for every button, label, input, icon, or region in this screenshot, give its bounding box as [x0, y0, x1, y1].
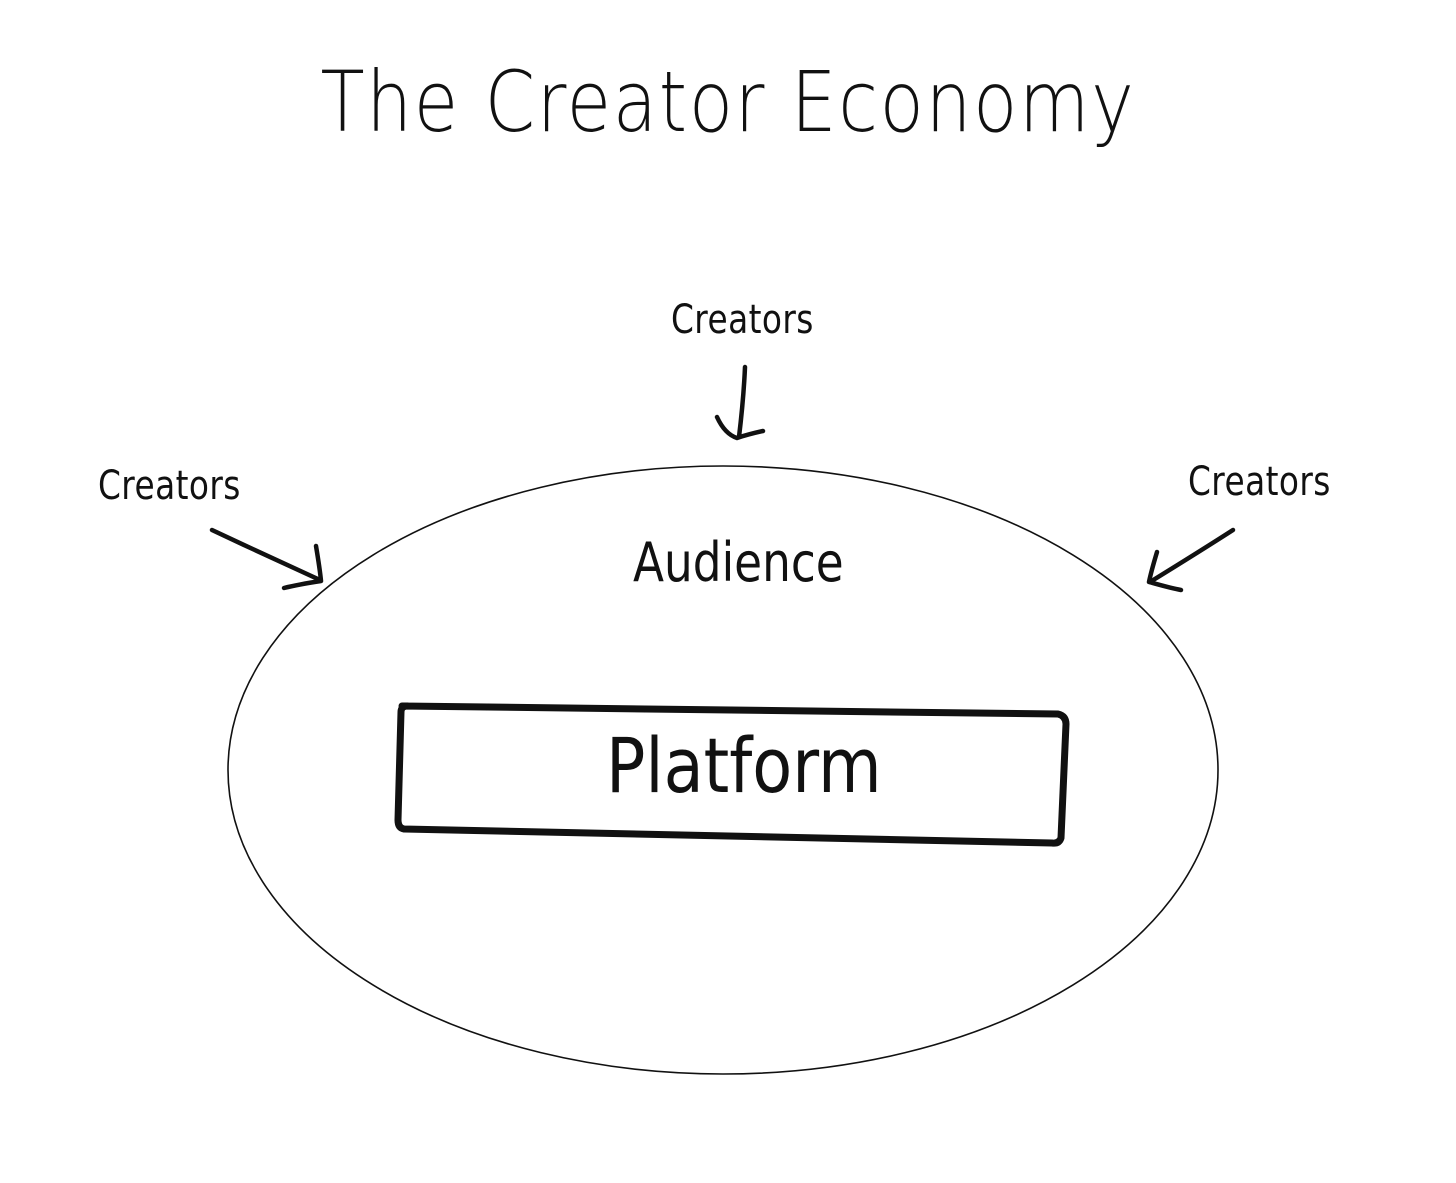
- arrow-right-icon: [1146, 527, 1236, 593]
- audience-label: Audience: [633, 531, 844, 594]
- diagram-title: The Creator Economy: [320, 53, 1136, 151]
- arrow-top-icon: [714, 364, 766, 441]
- creators-right-label: Creators: [1188, 459, 1331, 505]
- arrow-left-icon: [209, 527, 324, 591]
- creators-left-label: Creators: [98, 463, 241, 509]
- creators-top-label: Creators: [671, 297, 814, 343]
- platform-label: Platform: [606, 721, 882, 810]
- audience-ellipse: [227, 465, 1219, 1075]
- platform-box: [394, 702, 1070, 847]
